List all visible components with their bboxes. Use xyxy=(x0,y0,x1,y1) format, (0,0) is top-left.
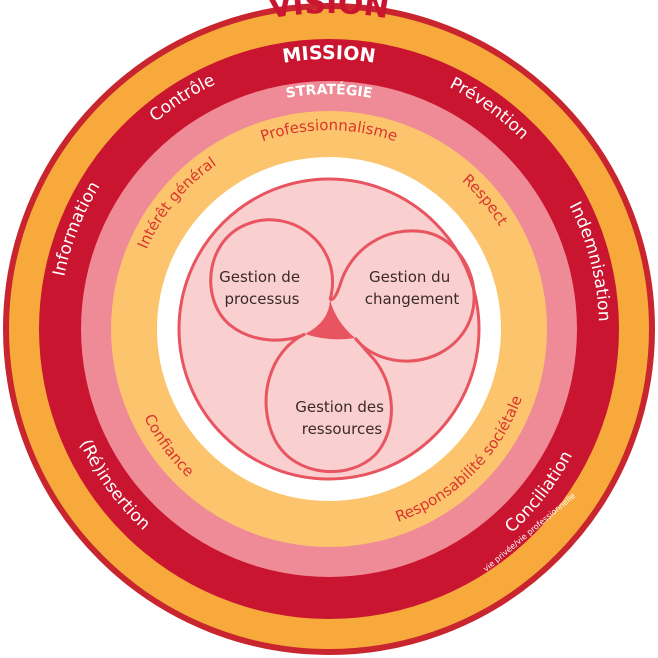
mission-title: MISSION xyxy=(281,42,377,68)
core-arm-ressources xyxy=(264,332,393,474)
core-triskelion: Gestion de processus Gestion du changeme… xyxy=(177,177,481,481)
strategie-title: STRATÉGIE xyxy=(285,81,374,102)
core-label-changement: Gestion du changement xyxy=(365,268,460,308)
core-arm-processus xyxy=(209,218,334,342)
core-label-processus: Gestion de processus xyxy=(219,268,305,308)
core-arm-changement xyxy=(329,229,476,363)
core-label-ressources: Gestion des ressources xyxy=(295,398,389,438)
core-junction xyxy=(305,300,355,340)
